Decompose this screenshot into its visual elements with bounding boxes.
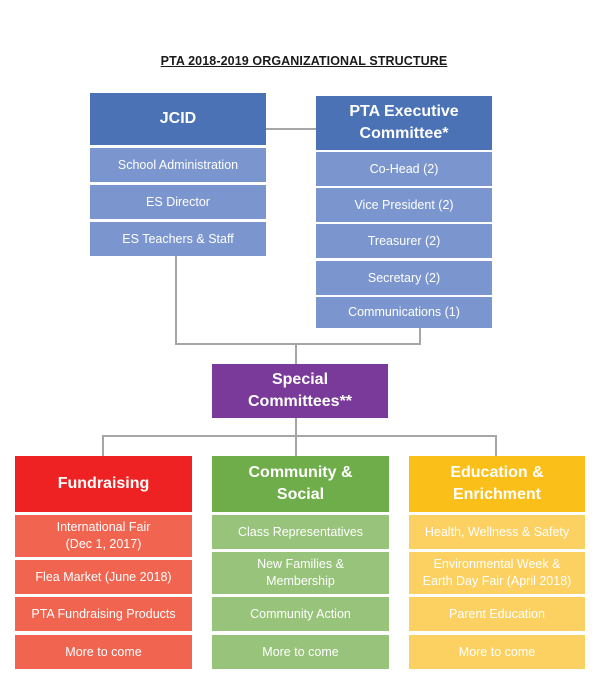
education-header: Education & Enrichment <box>409 456 585 512</box>
special-committees-header: Special Committees** <box>212 364 388 418</box>
community-item-more-to-come: More to come <box>212 635 389 669</box>
fundraising-item-flea-market: Flea Market (June 2018) <box>15 560 192 594</box>
community-item-new-families: New Families & Membership <box>212 552 389 594</box>
page-title: PTA 2018-2019 ORGANIZATIONAL STRUCTURE <box>160 54 448 68</box>
fundraising-header: Fundraising <box>15 456 192 512</box>
community-item-community-action: Community Action <box>212 597 389 631</box>
jcid-item-school-administration: School Administration <box>90 148 266 182</box>
fundraising-item-international-fair: International Fair (Dec 1, 2017) <box>15 515 192 557</box>
jcid-item-es-teachers-staff: ES Teachers & Staff <box>90 222 266 256</box>
community-header: Community & Social <box>212 456 389 512</box>
executive-item-co-head: Co-Head (2) <box>316 152 492 186</box>
education-item-parent-education: Parent Education <box>409 597 585 631</box>
executive-header: PTA Executive Committee* <box>316 96 492 150</box>
education-item-health-wellness: Health, Wellness & Safety <box>409 515 585 549</box>
education-item-more-to-come: More to come <box>409 635 585 669</box>
executive-item-vice-president: Vice President (2) <box>316 188 492 222</box>
jcid-item-es-director: ES Director <box>90 185 266 219</box>
community-item-class-representatives: Class Representatives <box>212 515 389 549</box>
executive-item-communications: Communications (1) <box>316 297 492 328</box>
education-item-environmental-week: Environmental Week & Earth Day Fair (Apr… <box>409 552 585 594</box>
executive-item-secretary: Secretary (2) <box>316 261 492 295</box>
fundraising-item-more-to-come: More to come <box>15 635 192 669</box>
fundraising-item-pta-products: PTA Fundraising Products <box>15 597 192 631</box>
jcid-header: JCID <box>90 93 266 145</box>
executive-item-treasurer: Treasurer (2) <box>316 224 492 258</box>
